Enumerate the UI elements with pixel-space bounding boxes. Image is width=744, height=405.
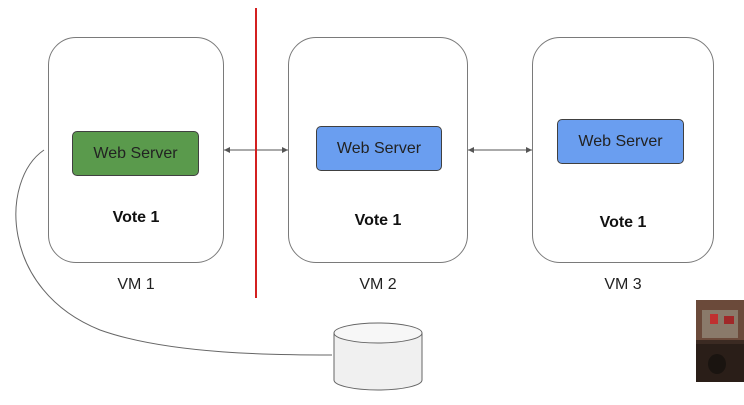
database-icon bbox=[333, 322, 423, 391]
web-server-label: Web Server bbox=[336, 139, 422, 157]
web-server-label: Web Server bbox=[93, 144, 178, 162]
webcam-thumbnail bbox=[696, 300, 744, 382]
db-connection-line bbox=[15, 149, 333, 356]
vm-label-2: VM 2 bbox=[359, 276, 397, 293]
web-server-vm3: Web Server bbox=[557, 119, 684, 164]
web-server-vm2: Web Server bbox=[316, 126, 442, 171]
vote-label-vm2: Vote 1 bbox=[354, 212, 402, 229]
vm-label-3: VM 3 bbox=[604, 276, 642, 293]
vm-label-1: VM 1 bbox=[117, 276, 155, 293]
vote-label-vm3: Vote 1 bbox=[599, 214, 647, 231]
vote-label-vm1: Vote 1 bbox=[112, 209, 160, 226]
web-server-vm1: Web Server bbox=[72, 131, 199, 176]
web-server-label: Web Server bbox=[578, 132, 663, 150]
